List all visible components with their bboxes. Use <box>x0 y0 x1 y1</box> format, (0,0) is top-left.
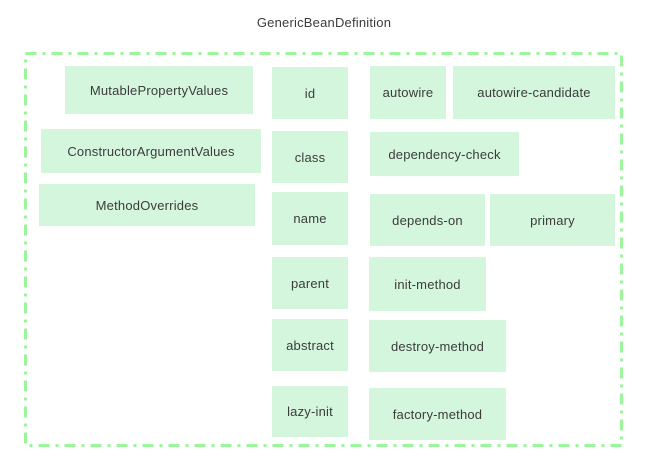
node-autowire-candidate: autowire-candidate <box>453 66 615 119</box>
node-constructor-argument-values: ConstructorArgumentValues <box>41 129 261 173</box>
node-dependency-check: dependency-check <box>370 132 519 176</box>
node-autowire: autowire <box>370 66 446 119</box>
node-name: name <box>272 192 348 245</box>
node-parent: parent <box>272 257 348 309</box>
node-depends-on: depends-on <box>370 194 485 246</box>
node-init-method: init-method <box>369 257 486 311</box>
node-id: id <box>272 67 348 119</box>
node-factory-method: factory-method <box>369 388 506 440</box>
node-lazy-init: lazy-init <box>272 386 348 437</box>
diagram-title: GenericBeanDefinition <box>256 15 392 30</box>
node-method-overrides: MethodOverrides <box>39 184 255 226</box>
node-class: class <box>272 131 348 183</box>
node-primary: primary <box>490 194 615 246</box>
node-abstract: abstract <box>272 319 348 371</box>
node-destroy-method: destroy-method <box>369 320 506 372</box>
node-mutable-property-values: MutablePropertyValues <box>65 66 253 114</box>
